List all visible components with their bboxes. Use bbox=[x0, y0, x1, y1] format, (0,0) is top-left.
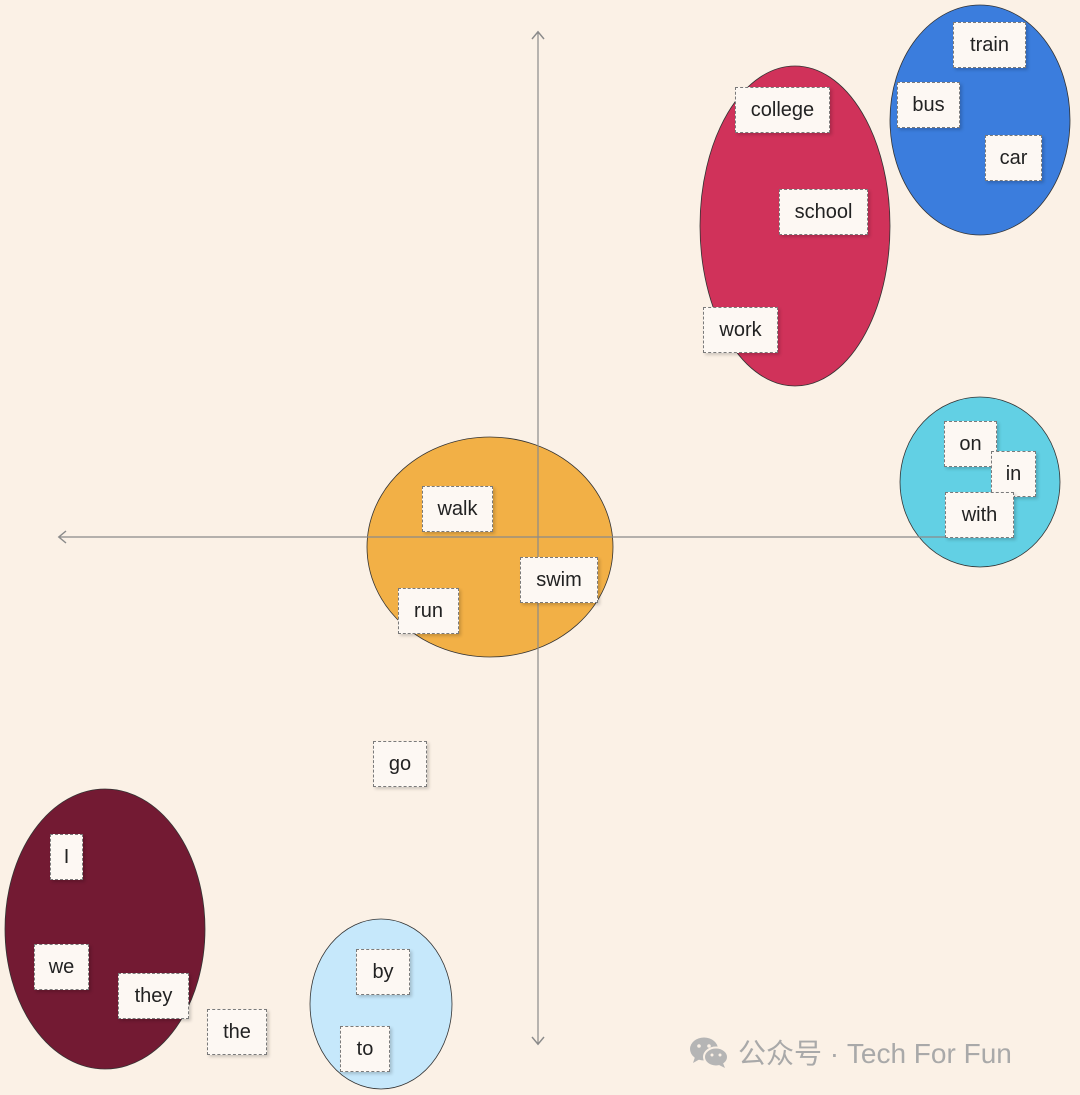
watermark-text: 公众号 · Tech For Fun bbox=[738, 1038, 1012, 1069]
word-to: to bbox=[340, 1026, 390, 1072]
word-bus: bus bbox=[897, 82, 960, 128]
word-walk: walk bbox=[422, 486, 493, 532]
word-in: in bbox=[991, 451, 1036, 497]
watermark: 公众号 · Tech For Fun bbox=[688, 1032, 1012, 1072]
word-train: train bbox=[953, 22, 1026, 68]
word-car: car bbox=[985, 135, 1042, 181]
word-we: we bbox=[34, 944, 89, 990]
word-they: they bbox=[118, 973, 189, 1019]
word-school: school bbox=[779, 189, 868, 235]
cluster-pronouns bbox=[4, 788, 206, 1070]
word-the: the bbox=[207, 1009, 267, 1055]
word-work: work bbox=[703, 307, 778, 353]
word-I: I bbox=[50, 834, 83, 880]
cluster-prepositions bbox=[899, 396, 1061, 568]
word-run: run bbox=[398, 588, 459, 634]
word-college: college bbox=[735, 87, 830, 133]
word-on: on bbox=[944, 421, 997, 467]
word-swim: swim bbox=[520, 557, 598, 603]
word-with: with bbox=[945, 492, 1014, 538]
word-go: go bbox=[373, 741, 427, 787]
word-by: by bbox=[356, 949, 410, 995]
wechat-icon bbox=[690, 1037, 729, 1068]
